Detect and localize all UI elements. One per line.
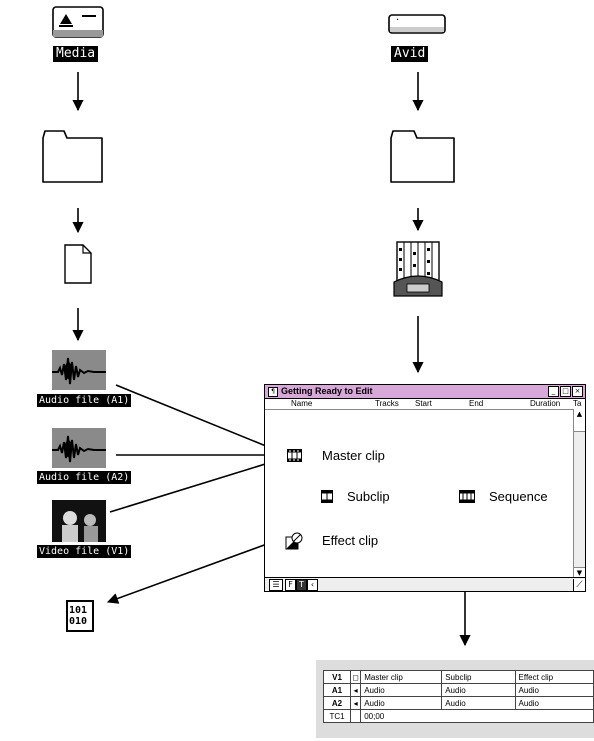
column-header[interactable]: End [469,399,484,408]
audio-a1-label: Audio file (A1) [37,394,132,407]
timecode-value: 00;00 [360,709,594,723]
close-button[interactable]: × [572,386,583,397]
effect-clip-icon[interactable] [285,532,303,550]
subclip-icon[interactable] [321,490,333,503]
arrow-a1-to-master [115,384,290,457]
sequence-icon[interactable] [459,490,475,503]
timeline-row-tc1: TC1 00;00 [322,709,594,723]
bin-title-bar[interactable]: ¶ Getting Ready to Edit _ □ × [265,385,585,399]
timeline-clip[interactable]: Subclip [441,670,516,684]
maximize-button[interactable]: □ [560,386,571,397]
bin-column-headers: Name Tracks Start End Duration Ta [265,399,585,410]
audio-waveform-icon[interactable] [52,350,106,390]
timeline-tracks: V1 ◻ Master clip Subclip Effect clip A1 … [322,670,594,723]
sequence-label[interactable]: Sequence [489,489,548,504]
timeline-row-a2: A2 ◂ Audio Audio Audio [322,696,594,710]
video-v1-label: Video file (V1) [37,545,132,558]
resize-handle[interactable]: ⟋ [573,579,585,591]
document-file-icon[interactable] [64,244,92,284]
master-clip-label[interactable]: Master clip [322,448,385,463]
track-monitor-empty [350,709,362,723]
timeline-panel: V1 ◻ Master clip Subclip Effect clip A1 … [316,660,594,738]
timeline-clip[interactable]: Audio [360,683,443,697]
speaker-icon[interactable]: ◂ [350,683,362,697]
minimize-button[interactable]: _ [548,386,559,397]
data-file-icon[interactable]: 101 010 [66,600,94,632]
media-folder-icon[interactable] [42,128,104,184]
avid-media-database-icon[interactable] [393,240,443,298]
master-clip-icon[interactable] [287,449,302,462]
bin-window[interactable]: ¶ Getting Ready to Edit _ □ × Name Track… [264,384,586,592]
bin-title: Getting Ready to Edit [281,386,373,396]
audio-waveform-icon[interactable] [52,428,106,468]
bin-menu-button[interactable]: ☰ [269,579,283,591]
scroll-thumb[interactable] [574,419,585,432]
media-drive-label: Media [53,46,99,62]
speaker-icon[interactable]: ◂ [350,696,362,710]
subclip-label[interactable]: Subclip [347,489,390,504]
video-frame-icon[interactable] [52,500,106,542]
column-header[interactable]: Duration [530,399,561,408]
arrow-v1-to-master [109,454,290,513]
column-header[interactable]: Ta [573,399,582,408]
column-header[interactable]: Tracks [375,399,399,408]
timeline-row-a1: A1 ◂ Audio Audio Audio [322,683,594,697]
column-header[interactable]: Start [415,399,432,408]
timeline-clip[interactable]: Audio [441,696,516,710]
timeline-clip[interactable]: Audio [514,683,594,697]
track-selector-a1[interactable]: A1 [322,683,352,697]
app-icon: ¶ [268,387,278,397]
scroll-left-arrow[interactable]: ‹ [307,579,318,591]
timeline-clip[interactable]: Audio [514,696,594,710]
timeline-clip[interactable]: Master clip [360,670,443,684]
avid-folder-icon[interactable] [390,128,456,184]
bin-footer-bar: ☰ F T ‹ ⟋ [265,577,585,591]
vertical-scrollbar[interactable]: ▲ ▼ [573,409,585,578]
track-selector-a2[interactable]: A2 [322,696,352,710]
timeline-clip[interactable]: Audio [441,683,516,697]
text-view-button[interactable]: T [296,579,307,591]
scroll-down-arrow[interactable]: ▼ [574,567,585,578]
timeline-row-v1: V1 ◻ Master clip Subclip Effect clip [322,670,594,684]
video-monitor-icon[interactable]: ◻ [350,670,362,684]
avid-drive-field: . [396,12,400,23]
avid-drive-label: Avid [391,46,429,62]
timeline-clip[interactable]: Effect clip [514,670,594,684]
arrow-effect-to-data [106,539,279,604]
frame-view-button[interactable]: F [285,579,296,591]
track-selector-tc1[interactable]: TC1 [322,709,352,723]
effect-clip-label[interactable]: Effect clip [322,533,379,548]
audio-a2-label: Audio file (A2) [37,471,132,484]
timeline-clip[interactable]: Audio [360,696,443,710]
column-header[interactable]: Name [291,399,313,408]
track-selector-v1[interactable]: V1 [322,670,352,684]
data-file-text: 101 010 [69,605,88,627]
